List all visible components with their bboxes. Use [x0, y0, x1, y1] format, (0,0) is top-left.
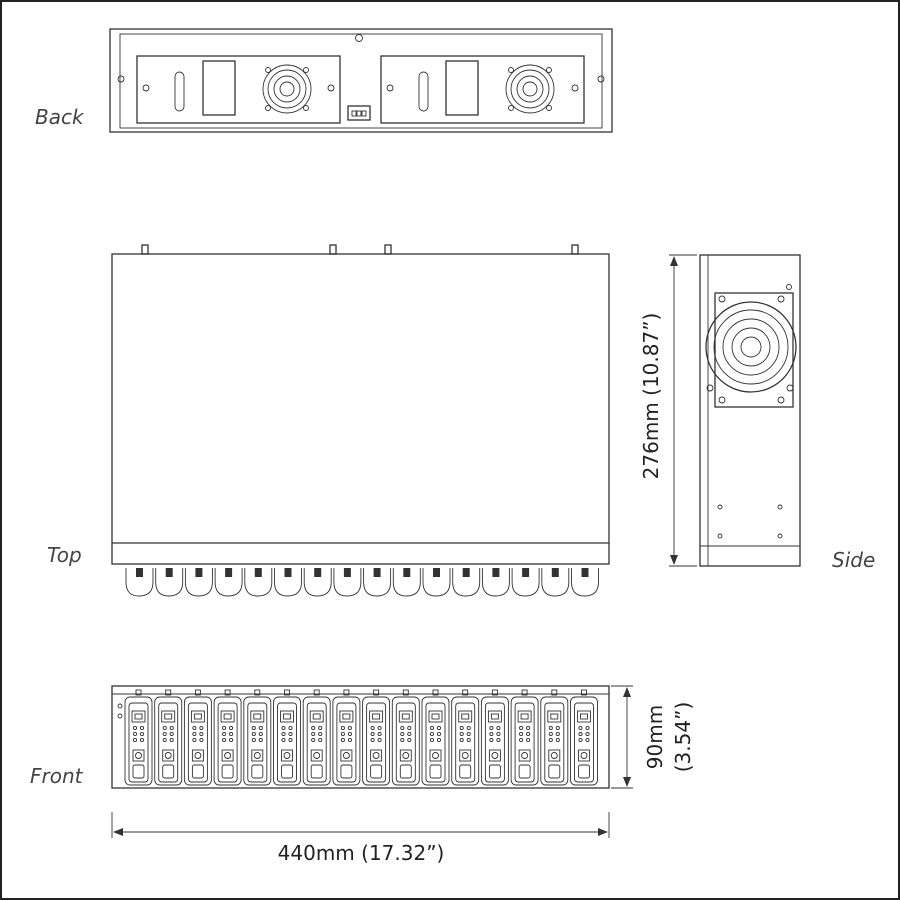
psu-right-screw-a: [386, 84, 394, 92]
view-label-top: Top: [47, 543, 82, 567]
card-handle: [571, 568, 599, 597]
view-label-front: Front: [30, 764, 84, 788]
side-view: [699, 254, 801, 567]
front-chassis: [111, 685, 610, 789]
front-led-b: [117, 713, 123, 719]
front-led-a: [117, 703, 123, 709]
card-handle: [541, 568, 570, 597]
card-handle: [511, 568, 540, 597]
side-fan-plate: [714, 292, 794, 408]
psu-right-screw-b: [571, 84, 579, 92]
card-slot: [332, 689, 361, 786]
view-label-side: Side: [832, 548, 875, 572]
depth-dimension: [669, 254, 697, 567]
front-card-slots: [124, 689, 598, 786]
side-chassis: [699, 254, 801, 567]
fan-icon: [262, 64, 312, 114]
card-handle: [303, 568, 332, 597]
back-screw-right: [597, 75, 605, 83]
card-slot: [421, 689, 450, 786]
side-hole-c: [717, 533, 723, 539]
side-hole-d: [777, 533, 783, 539]
psu-right-switch: [445, 60, 479, 116]
card-slot: [451, 689, 480, 786]
power-module-left: [136, 55, 341, 124]
card-handle: [452, 568, 481, 597]
card-handle: [184, 568, 213, 597]
card-handle: [214, 568, 243, 597]
side-hole-a: [717, 504, 723, 510]
psu-left-screw-a: [142, 84, 150, 92]
psu-left-switch: [202, 60, 236, 116]
card-slot: [391, 689, 420, 786]
card-handle: [244, 568, 273, 597]
top-view: [111, 244, 610, 597]
card-handle: [481, 568, 510, 597]
height-label-in: (3.54”): [671, 702, 695, 773]
card-slot: [570, 689, 598, 786]
height-dimension: [611, 685, 633, 789]
card-slot: [243, 689, 272, 786]
psu-left-slot: [174, 71, 185, 112]
card-handle: [422, 568, 451, 597]
view-label-back: Back: [35, 105, 85, 129]
fan-icon: [505, 64, 555, 114]
back-view: [109, 28, 613, 133]
top-rear-post-4: [571, 244, 579, 255]
side-screw-top: [786, 284, 792, 290]
card-slot: [302, 689, 331, 786]
card-slot: [183, 689, 212, 786]
top-card-handles: [125, 568, 599, 597]
top-rear-post-2: [329, 244, 337, 255]
card-slot: [213, 689, 242, 786]
top-chassis: [111, 253, 610, 565]
card-slot: [510, 689, 539, 786]
card-slot: [124, 689, 153, 786]
back-screw-left: [117, 75, 125, 83]
top-rear-post-1: [141, 244, 149, 255]
card-slot: [362, 689, 391, 786]
card-slot: [480, 689, 509, 786]
depth-label: 276mm (10.87”): [639, 313, 663, 480]
card-slot: [540, 689, 569, 786]
card-slot: [154, 689, 183, 786]
width-dimension: [111, 812, 610, 838]
width-label: 440mm (17.32”): [278, 841, 445, 865]
psu-left-screw-b: [327, 84, 335, 92]
top-rear-post-3: [384, 244, 392, 255]
height-label-mm: 90mm: [643, 705, 667, 769]
psu-right-slot: [418, 71, 429, 112]
power-module-right: [380, 55, 585, 124]
back-screw-top: [355, 34, 363, 42]
back-chassis: [109, 28, 613, 133]
card-slot: [273, 689, 301, 786]
card-handle: [274, 568, 302, 597]
fan-icon: [705, 295, 797, 404]
card-handle: [333, 568, 362, 597]
card-handle: [125, 568, 154, 597]
power-connector-icon: [347, 105, 371, 121]
side-hole-b: [777, 504, 783, 510]
back-panel: [119, 33, 603, 129]
card-handle: [392, 568, 421, 597]
card-handle: [155, 568, 184, 597]
card-handle: [363, 568, 392, 597]
front-view: [111, 685, 610, 789]
